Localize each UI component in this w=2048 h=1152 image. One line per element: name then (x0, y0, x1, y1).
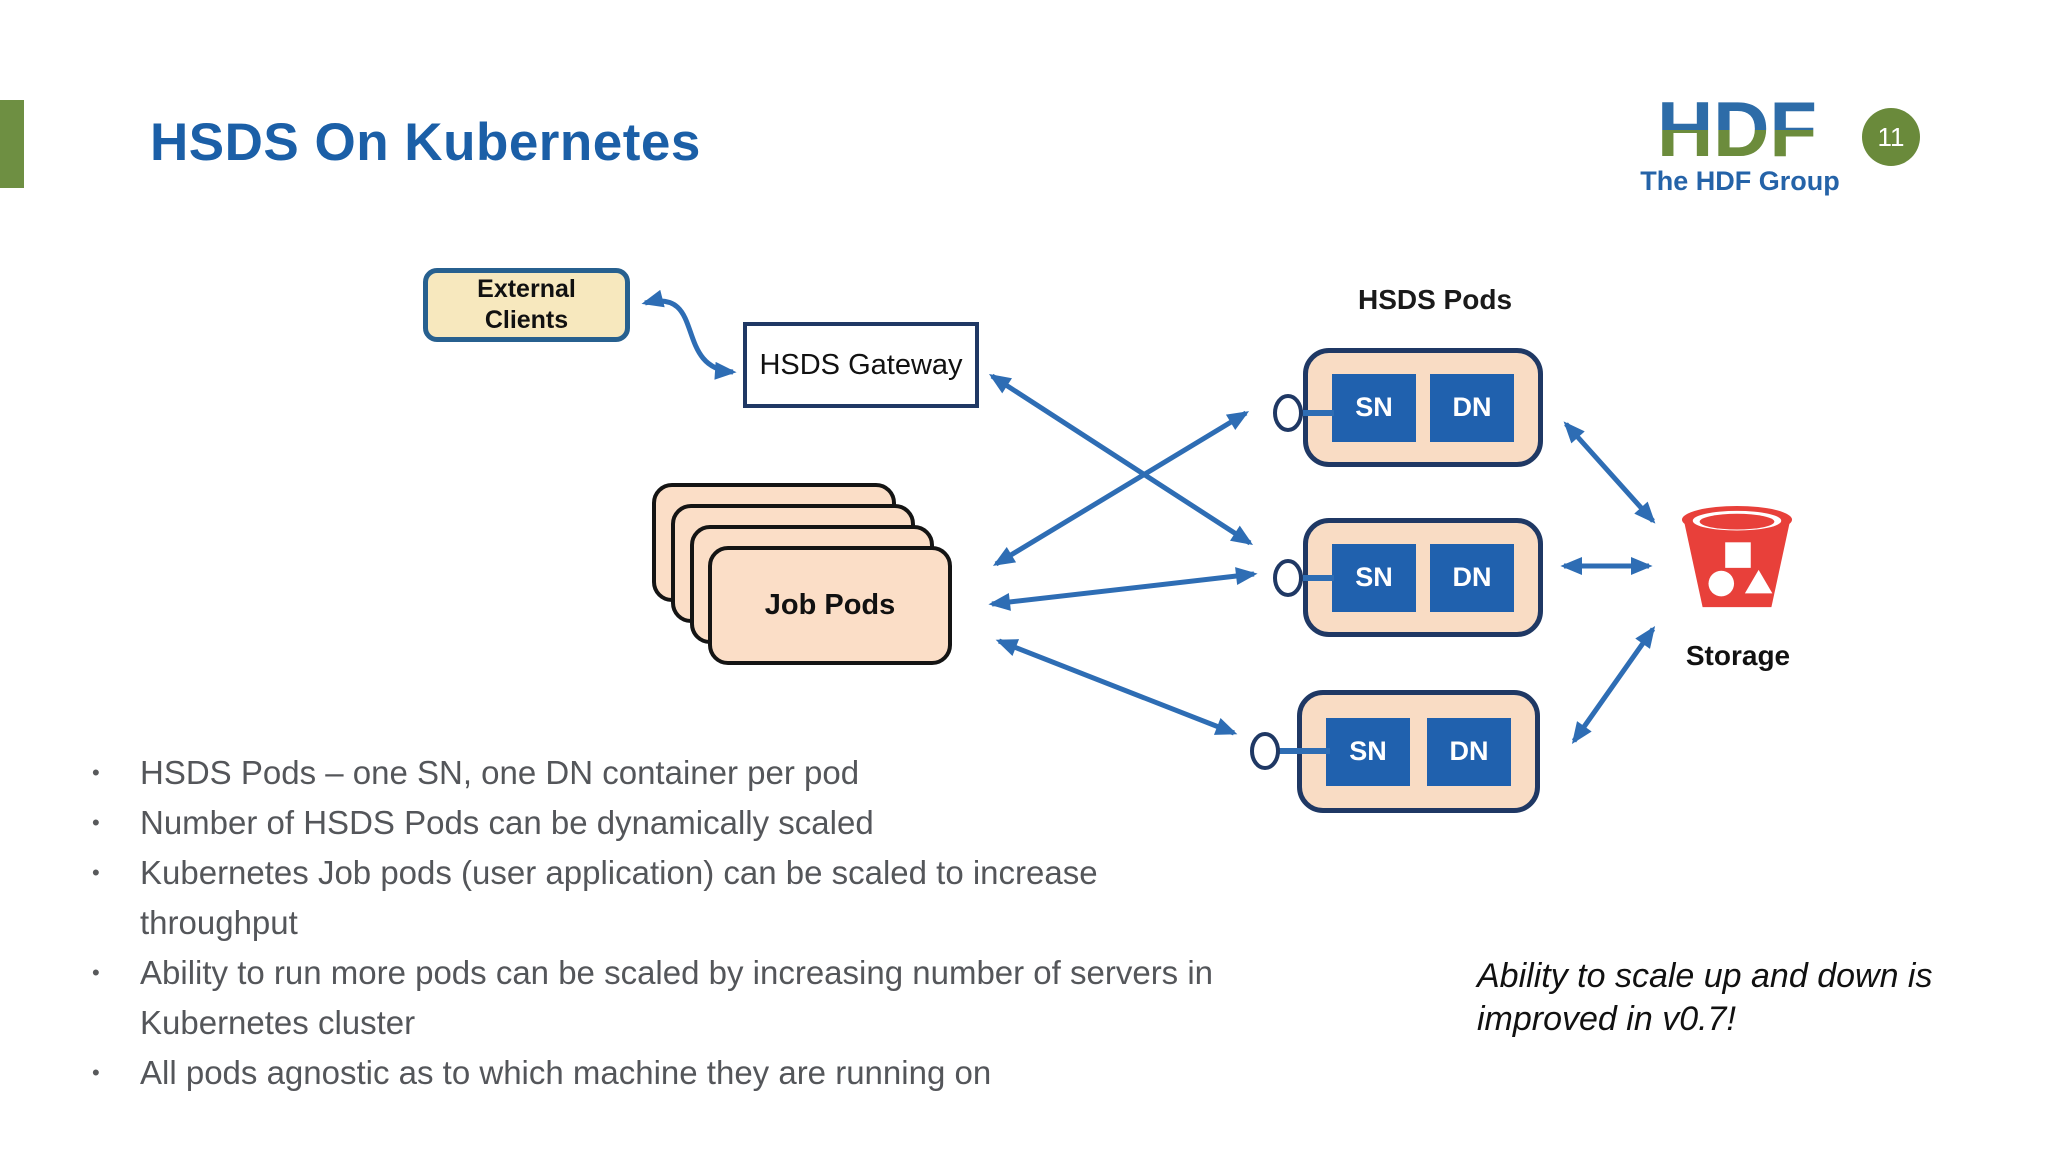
dn-container: DN (1427, 717, 1511, 786)
hsds-gateway-box: HSDS Gateway (743, 322, 979, 408)
pod3-interface-circle (1250, 732, 1280, 770)
dn-container: DN (1430, 373, 1514, 442)
pod2-interface-circle (1273, 559, 1303, 597)
hdf-logo-caption: The HDF Group (1640, 166, 1840, 196)
external-clients-box: External Clients (423, 268, 630, 342)
pod1-interface-circle (1273, 394, 1303, 432)
bullet-dot: • (92, 1060, 100, 1085)
hsds-pod-3: SN DN (1297, 690, 1540, 813)
hsds-pod-1: SN DN (1303, 348, 1543, 467)
storage-bucket-icon (1681, 505, 1793, 608)
slide-number-badge: 11 (1862, 108, 1920, 166)
list-item: • Number of HSDS Pods can be dynamically… (88, 798, 1228, 848)
bullet-dot: • (92, 810, 100, 835)
bullet-dot: • (92, 760, 100, 785)
hsds-pod-2: SN DN (1303, 518, 1543, 637)
bullet-list: • HSDS Pods – one SN, one DN container p… (88, 748, 1228, 1098)
list-item: • HSDS Pods – one SN, one DN container p… (88, 748, 1228, 798)
arrow-pod3-storage (1571, 626, 1656, 744)
hdf-logo: HDF HDF (1657, 94, 1817, 166)
bullet-text: Kubernetes Job pods (user application) c… (140, 854, 1098, 941)
bullet-dot: • (92, 860, 100, 885)
arrow-jobpods-pod3 (995, 638, 1238, 736)
svg-text:HDF: HDF (1657, 94, 1817, 166)
job-pods-box: Job Pods (708, 546, 952, 665)
arrow-clients-gateway (641, 289, 737, 380)
sn-container: SN (1332, 543, 1416, 612)
list-item: • Kubernetes Job pods (user application)… (88, 848, 1228, 948)
sn-container: SN (1332, 373, 1416, 442)
arrow-pod1-storage (1563, 421, 1656, 524)
left-accent-bar (0, 100, 24, 188)
arrow-jobpods-pod1 (992, 410, 1250, 567)
bullet-text: HSDS Pods – one SN, one DN container per… (140, 754, 860, 791)
list-item: • Ability to run more pods can be scaled… (88, 948, 1228, 1048)
sn-container: SN (1326, 717, 1410, 786)
scaling-note: Ability to scale up and down is improved… (1477, 957, 1933, 1038)
storage-label: Storage (1685, 640, 1791, 671)
bullet-text: Number of HSDS Pods can be dynamically s… (140, 804, 874, 841)
bullet-text: Ability to run more pods can be scaled b… (140, 954, 1214, 1041)
bullet-text: All pods agnostic as to which machine th… (140, 1054, 992, 1091)
hsds-pods-group-label: HSDS Pods (1357, 284, 1513, 315)
arrow-gateway-pod2 (988, 373, 1254, 546)
bullet-dot: • (92, 960, 100, 985)
arrow-jobpods-pod2 (988, 567, 1258, 611)
svg-text:HDF: HDF (1657, 94, 1817, 166)
list-item: • All pods agnostic as to which machine … (88, 1048, 1228, 1098)
page-title: HSDS On Kubernetes (150, 113, 701, 172)
dn-container: DN (1430, 543, 1514, 612)
